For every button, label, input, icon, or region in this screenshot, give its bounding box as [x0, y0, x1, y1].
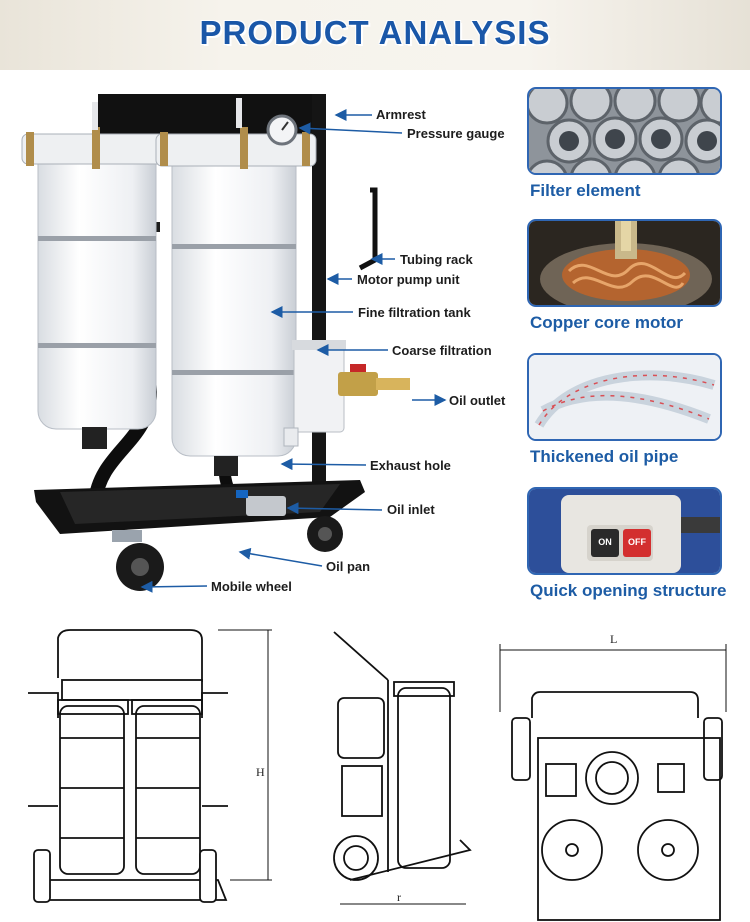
- oil-pipe-photo-icon: [529, 355, 720, 439]
- switch-on-label: ON: [598, 537, 612, 547]
- callout-oil-outlet: Oil outlet: [449, 393, 506, 408]
- dimension-length-label: L: [610, 632, 618, 646]
- filter-element-photo-icon: [529, 89, 720, 173]
- dimension-width-label: r: [397, 890, 401, 904]
- feature-caption-oil-pipe: Thickened oil pipe: [530, 447, 679, 466]
- switch-box-photo-icon: [529, 489, 720, 573]
- feature-caption-copper-motor: Copper core motor: [530, 313, 684, 332]
- callout-tubing-rack: Tubing rack: [400, 252, 473, 267]
- feature-card-copper-motor: [527, 219, 722, 307]
- page-title: PRODUCT ANALYSIS: [199, 14, 551, 51]
- header-banner: PRODUCT ANALYSIS: [0, 0, 750, 70]
- feature-caption-filter-element: Filter element: [530, 181, 641, 200]
- callout-mobile-wheel: Mobile wheel: [211, 579, 292, 594]
- technical-drawings: [28, 629, 727, 921]
- dimension-height-label: H: [256, 765, 265, 779]
- callout-oil-pan: Oil pan: [326, 559, 371, 574]
- feature-caption-quick-opening: Quick opening structure: [530, 581, 727, 600]
- product-photo: [21, 94, 447, 593]
- copper-motor-photo-icon: [529, 221, 720, 305]
- feature-card-filter-element: [527, 87, 722, 175]
- callout-fine-filtration-tank: Fine filtration tank: [358, 305, 471, 320]
- callout-armrest: Armrest: [376, 107, 426, 122]
- callout-exhaust-hole: Exhaust hole: [370, 458, 451, 473]
- callout-pressure-gauge: Pressure gauge: [407, 126, 505, 141]
- feature-card-quick-opening: ON OFF: [527, 487, 722, 575]
- callout-oil-inlet: Oil inlet: [387, 502, 435, 517]
- callout-motor-pump-unit: Motor pump unit: [357, 272, 460, 287]
- feature-card-oil-pipe: [527, 353, 722, 441]
- switch-off-label: OFF: [628, 537, 646, 547]
- callout-coarse-filtration: Coarse filtration: [392, 343, 492, 358]
